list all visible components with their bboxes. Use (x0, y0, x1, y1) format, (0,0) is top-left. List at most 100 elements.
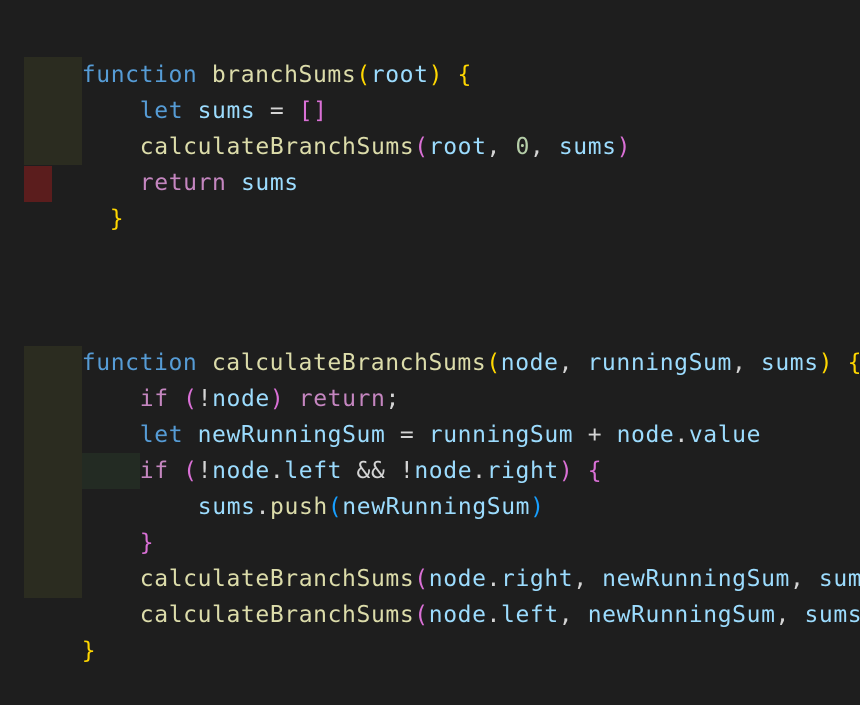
paren-open: ( (414, 134, 429, 160)
var-runningsum: runningSum (428, 422, 574, 448)
code-line-3[interactable]: calculateBranchSums(root, 0, sums) (82, 93, 631, 160)
code-line-13[interactable]: sums.push(newRunningSum) (140, 453, 545, 520)
code-line-9[interactable]: function calculateBranchSums(node, runni… (24, 309, 860, 376)
dot: . (486, 566, 501, 592)
comma: , (558, 350, 588, 376)
arg-sums: sums (804, 602, 860, 628)
prop-right: right (486, 458, 559, 484)
operator-and: && (342, 458, 400, 484)
var-sums: sums (197, 494, 256, 520)
paren-close: ) (530, 494, 545, 520)
operator-not: ! (197, 458, 213, 484)
dot: . (472, 458, 487, 484)
brace-close: } (139, 530, 155, 556)
paren-close: ) (616, 134, 632, 160)
var-node: node (428, 602, 487, 628)
var-sums: sums (197, 98, 256, 124)
call-calculatebranchsums: calculateBranchSums (139, 566, 415, 592)
brace-close: } (81, 638, 97, 664)
paren-close: ) (269, 386, 285, 412)
space (443, 62, 457, 88)
paren-close: ) (818, 350, 834, 376)
paren-open: ( (183, 386, 198, 412)
code-line-4[interactable]: return sums (82, 129, 299, 196)
arg-newrunningsum: newRunningSum (342, 494, 531, 520)
comma: , (529, 134, 559, 160)
keyword-function: function (81, 350, 198, 376)
prop-right: right (501, 566, 574, 592)
code-line-11[interactable]: let newRunningSum = runningSum + node.va… (82, 381, 761, 448)
paren-open: ( (414, 602, 429, 628)
code-line-12[interactable]: if (!node.left && !node.right) { (82, 417, 602, 484)
space (833, 350, 847, 376)
prop-left: left (284, 458, 343, 484)
dot: . (674, 422, 689, 448)
comma: , (789, 566, 819, 592)
code-line-15[interactable]: calculateBranchSums(node.right, newRunni… (82, 525, 860, 592)
comma: , (486, 134, 516, 160)
comma: , (573, 566, 603, 592)
paren-open: ( (414, 566, 429, 592)
code-line-10[interactable]: if (!node) return; (82, 345, 400, 412)
arg-newrunningsum: newRunningSum (602, 566, 790, 592)
paren-open: ( (327, 494, 343, 520)
param-node: node (500, 350, 559, 376)
indent-guide-branchsums (24, 57, 82, 165)
code-line-1[interactable]: function branchSums(root) { (24, 21, 472, 88)
param-root: root (370, 62, 429, 88)
comma: , (775, 602, 805, 628)
prop-value: value (688, 422, 762, 448)
space (573, 458, 587, 484)
code-editor[interactable]: function branchSums(root) { let sums = [… (0, 0, 860, 664)
brace-open: { (587, 458, 603, 484)
comma: , (558, 602, 588, 628)
call-calculatebranchsums: calculateBranchSums (139, 602, 415, 628)
brace-close: } (109, 206, 125, 232)
keyword-let: let (139, 422, 184, 448)
var-sums: sums (240, 170, 299, 196)
dot: . (255, 494, 271, 520)
arg-sums: sums (558, 134, 617, 160)
var-node: node (414, 458, 473, 484)
indent-guide-if-block (82, 453, 140, 489)
indent-guide-calculatebranchsums (24, 346, 82, 598)
code-line-17[interactable]: } (24, 597, 96, 664)
semicolon: ; (385, 386, 400, 412)
var-newrunningsum: newRunningSum (197, 422, 386, 448)
var-node: node (428, 566, 487, 592)
operator-not: ! (197, 386, 213, 412)
keyword-return: return (298, 386, 386, 412)
keyword-let: let (139, 98, 184, 124)
dot: . (486, 602, 501, 628)
arg-zero: 0 (515, 134, 530, 160)
param-runningsum: runningSum (587, 350, 732, 376)
code-line-5[interactable]: } (52, 165, 124, 232)
array-literal: [] (298, 98, 328, 124)
brace-open: { (848, 350, 860, 376)
var-node: node (212, 386, 270, 412)
keyword-if: if (139, 458, 169, 484)
var-node: node (616, 422, 675, 448)
prop-left: left (501, 602, 559, 628)
brace-open: { (457, 62, 472, 88)
operator-assign: = (255, 98, 299, 124)
function-name-branchsums: branchSums (211, 62, 357, 88)
code-line-2[interactable]: let sums = [] (82, 57, 328, 124)
bracket-mismatch-highlight (24, 166, 52, 202)
method-push: push (270, 494, 328, 520)
paren-open: ( (486, 350, 501, 376)
keyword-if: if (139, 386, 169, 412)
paren-close: ) (558, 458, 574, 484)
call-calculatebranchsums: calculateBranchSums (139, 134, 415, 160)
arg-newrunningsum: newRunningSum (587, 602, 776, 628)
dot: . (269, 458, 285, 484)
code-line-14[interactable]: } (82, 489, 154, 556)
arg-root: root (428, 134, 487, 160)
keyword-return: return (139, 170, 227, 196)
arg-sums: sums (818, 566, 860, 592)
paren-open: ( (183, 458, 198, 484)
operator-assign: = (385, 422, 429, 448)
operator-plus: + (573, 422, 617, 448)
operator-not: ! (399, 458, 415, 484)
code-line-16[interactable]: calculateBranchSums(node.left, newRunnin… (82, 561, 860, 628)
